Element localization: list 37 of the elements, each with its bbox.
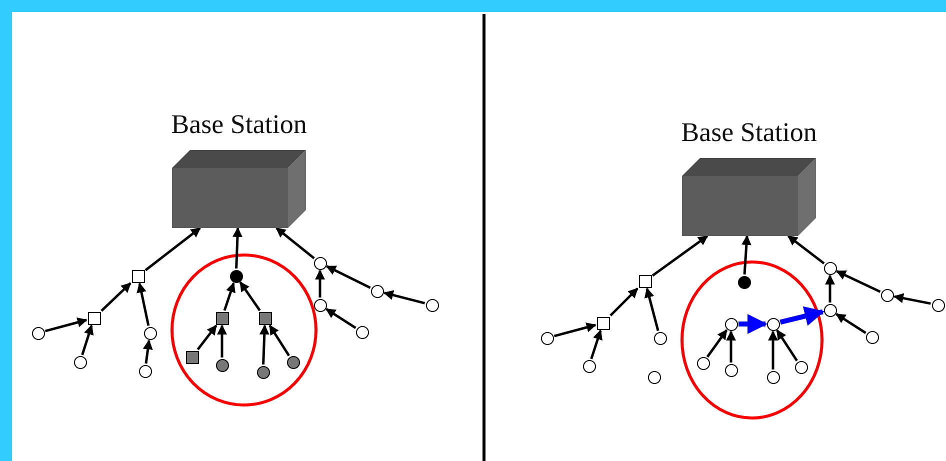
arrow [787, 235, 825, 264]
arrow [315, 270, 325, 298]
arrow [100, 282, 132, 312]
arrow [726, 330, 736, 362]
arrow [326, 265, 371, 289]
arrow [825, 274, 835, 302]
arrow [383, 290, 426, 304]
arrow [554, 322, 596, 338]
node-label: Base Station [170, 108, 308, 140]
arrow [268, 324, 290, 356]
arrow [706, 329, 728, 358]
arrow [652, 234, 708, 277]
arrow [741, 235, 752, 275]
arrow [144, 227, 201, 272]
arrow [232, 227, 242, 269]
arrow [239, 281, 261, 312]
arrow [738, 314, 768, 334]
arrow [644, 288, 660, 332]
arrow [590, 330, 603, 360]
arrow [217, 324, 227, 358]
arrow [893, 293, 931, 305]
arrow [836, 270, 881, 293]
node-label: Base Station [680, 116, 818, 148]
arrow [776, 329, 798, 362]
arrow [768, 330, 778, 370]
arrow [610, 288, 638, 316]
arrow [196, 324, 218, 350]
arrow [325, 308, 356, 329]
arrow [44, 318, 88, 332]
arrow [835, 313, 866, 334]
arrow [136, 282, 150, 326]
arrow [780, 306, 825, 326]
arrow [81, 324, 94, 356]
arrow [223, 282, 236, 311]
arrow [142, 339, 153, 364]
arrow [276, 227, 315, 260]
arrow [259, 324, 270, 365]
